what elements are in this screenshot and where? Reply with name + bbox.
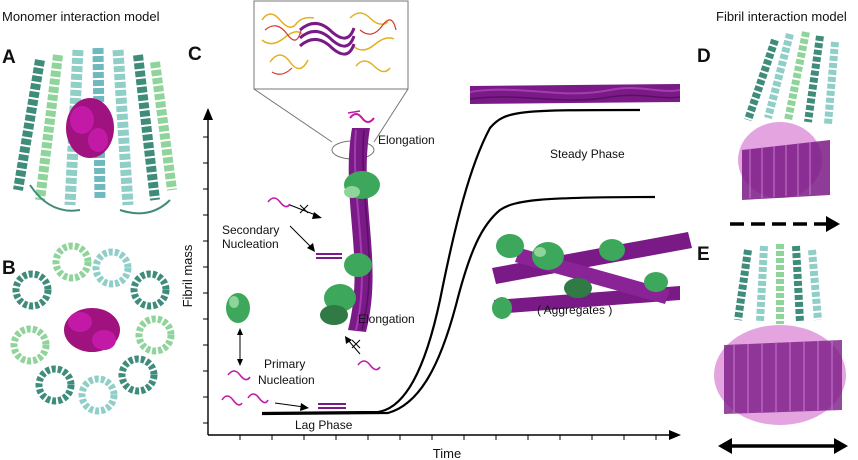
label-primary-2: Nucleation xyxy=(258,373,315,387)
monomer-model-heading: Monomer interaction model xyxy=(2,9,160,24)
label-elongation-mid: Elongation xyxy=(358,312,415,326)
fibril-model-heading: Fibril interaction model xyxy=(716,9,847,24)
fibril-aggregates-bundle xyxy=(492,232,692,319)
panel-d-letter: D xyxy=(697,46,711,67)
label-elongation-top: Elongation xyxy=(378,133,435,147)
panel-c-letter: C xyxy=(188,44,202,65)
panel-c-kinetics: C Fibril mass Time xyxy=(180,0,692,460)
label-steady-phase: Steady Phase xyxy=(550,147,625,161)
central-fibril xyxy=(320,110,380,332)
panel-d-fibril-end-binding: D xyxy=(697,31,840,232)
label-secondary-1: Secondary xyxy=(222,223,279,237)
chart-axes: Fibril mass Time xyxy=(180,108,681,460)
mature-fibril xyxy=(469,84,681,104)
panel-a-letter: A xyxy=(2,47,16,68)
secondary-nucleation-species xyxy=(267,197,381,371)
panel-e-fibril-surface-binding: E xyxy=(697,244,848,454)
label-lag-phase: Lag Phase xyxy=(295,418,353,432)
y-axis-title: Fibril mass xyxy=(180,244,195,307)
growth-curve-aggregates xyxy=(261,195,656,416)
primary-nucleation-species xyxy=(221,293,346,411)
panel-b-letter: B xyxy=(2,258,16,279)
fibril-structure-inset xyxy=(253,0,409,160)
label-secondary-2: Nucleation xyxy=(222,237,279,251)
panel-e-letter: E xyxy=(697,244,710,265)
panel-b-monomer-top-view: B xyxy=(2,242,175,415)
label-aggregates: ( Aggregates ) xyxy=(537,303,612,317)
label-primary-1: Primary xyxy=(264,357,305,371)
x-axis-title: Time xyxy=(433,446,461,460)
growth-curve-fibrils xyxy=(261,108,641,415)
panel-a-monomer-side-view: A xyxy=(2,47,177,215)
